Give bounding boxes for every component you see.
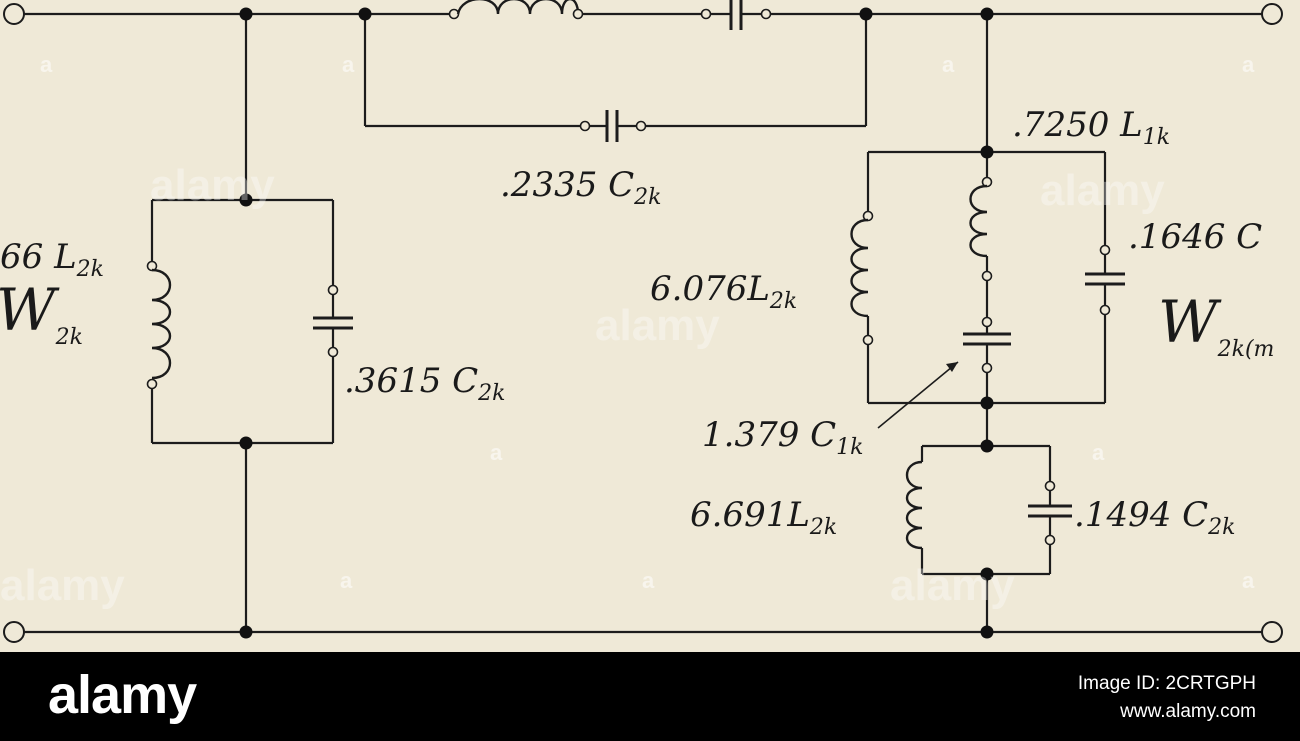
watermark: alamy — [1040, 166, 1165, 215]
left-shunt-branch — [146, 14, 353, 632]
series-inductor — [448, 0, 584, 20]
watermark-letter: a — [490, 440, 503, 465]
label-mid-right-capacitor: 1.379 C1k — [702, 415, 864, 460]
label-top-right-inductor: .7250 L1k — [1012, 105, 1170, 150]
watermark-letter: a — [1242, 568, 1255, 593]
component-labels: .2335 C2k 66 L2k W2k .3615 C2k .7250 L1k… — [0, 105, 1274, 540]
terminal-bottom-left — [3, 621, 25, 643]
label-bottom-right-inductor: 6.691L2k — [690, 495, 837, 540]
schematic: alamy alamy alamy alamy alamy a a a a a … — [0, 0, 1283, 643]
image-id: Image ID: 2CRTGPH — [1077, 673, 1256, 694]
watermark-letter: a — [1092, 440, 1105, 465]
terminal-top-left — [3, 3, 25, 25]
terminal-top-right — [1261, 3, 1283, 25]
label-top-right-capacitor: .1646 C — [1128, 217, 1262, 257]
label-bottom-right-capacitor: .1494 C2k — [1074, 495, 1236, 540]
site-url: www.alamy.com — [1120, 701, 1256, 722]
watermark-letter: a — [942, 52, 955, 77]
watermarks: alamy alamy alamy alamy alamy a a a a a … — [0, 52, 1255, 610]
label-mid-right-inductor: 6.076L2k — [650, 269, 797, 314]
terminal-bottom-right — [1261, 621, 1283, 643]
terminals — [3, 3, 1283, 643]
watermark: alamy — [890, 561, 1015, 610]
alamy-logo: alamy — [48, 665, 197, 725]
label-left-inductor: 66 L2k — [0, 237, 104, 282]
label-bypass-capacitor: .2335 C2k — [500, 165, 662, 210]
watermark: alamy — [0, 561, 125, 610]
watermark-letter: a — [642, 568, 655, 593]
watermark-letter: a — [340, 568, 353, 593]
watermark: alamy — [595, 301, 720, 350]
label-left-capacitor: .3615 C2k — [344, 361, 506, 406]
circuit-diagram: alamy alamy alamy alamy alamy a a a a a … — [0, 0, 1300, 652]
junction-dots — [239, 7, 994, 639]
watermark-letter: a — [40, 52, 53, 77]
label-right-w: W2k(m — [1158, 288, 1274, 362]
watermark-letter: a — [342, 52, 355, 77]
watermark-letter: a — [1242, 52, 1255, 77]
bypass-capacitor — [363, 14, 868, 142]
label-left-w: W2k — [0, 276, 83, 350]
right-shunt-upper — [850, 14, 1125, 429]
footer-bar: alamy Image ID: 2CRTGPH www.alamy.com — [0, 652, 1300, 741]
series-capacitor — [700, 0, 772, 30]
watermark: alamy — [150, 161, 275, 210]
footer-meta: Image ID: 2CRTGPH www.alamy.com — [1078, 670, 1256, 726]
